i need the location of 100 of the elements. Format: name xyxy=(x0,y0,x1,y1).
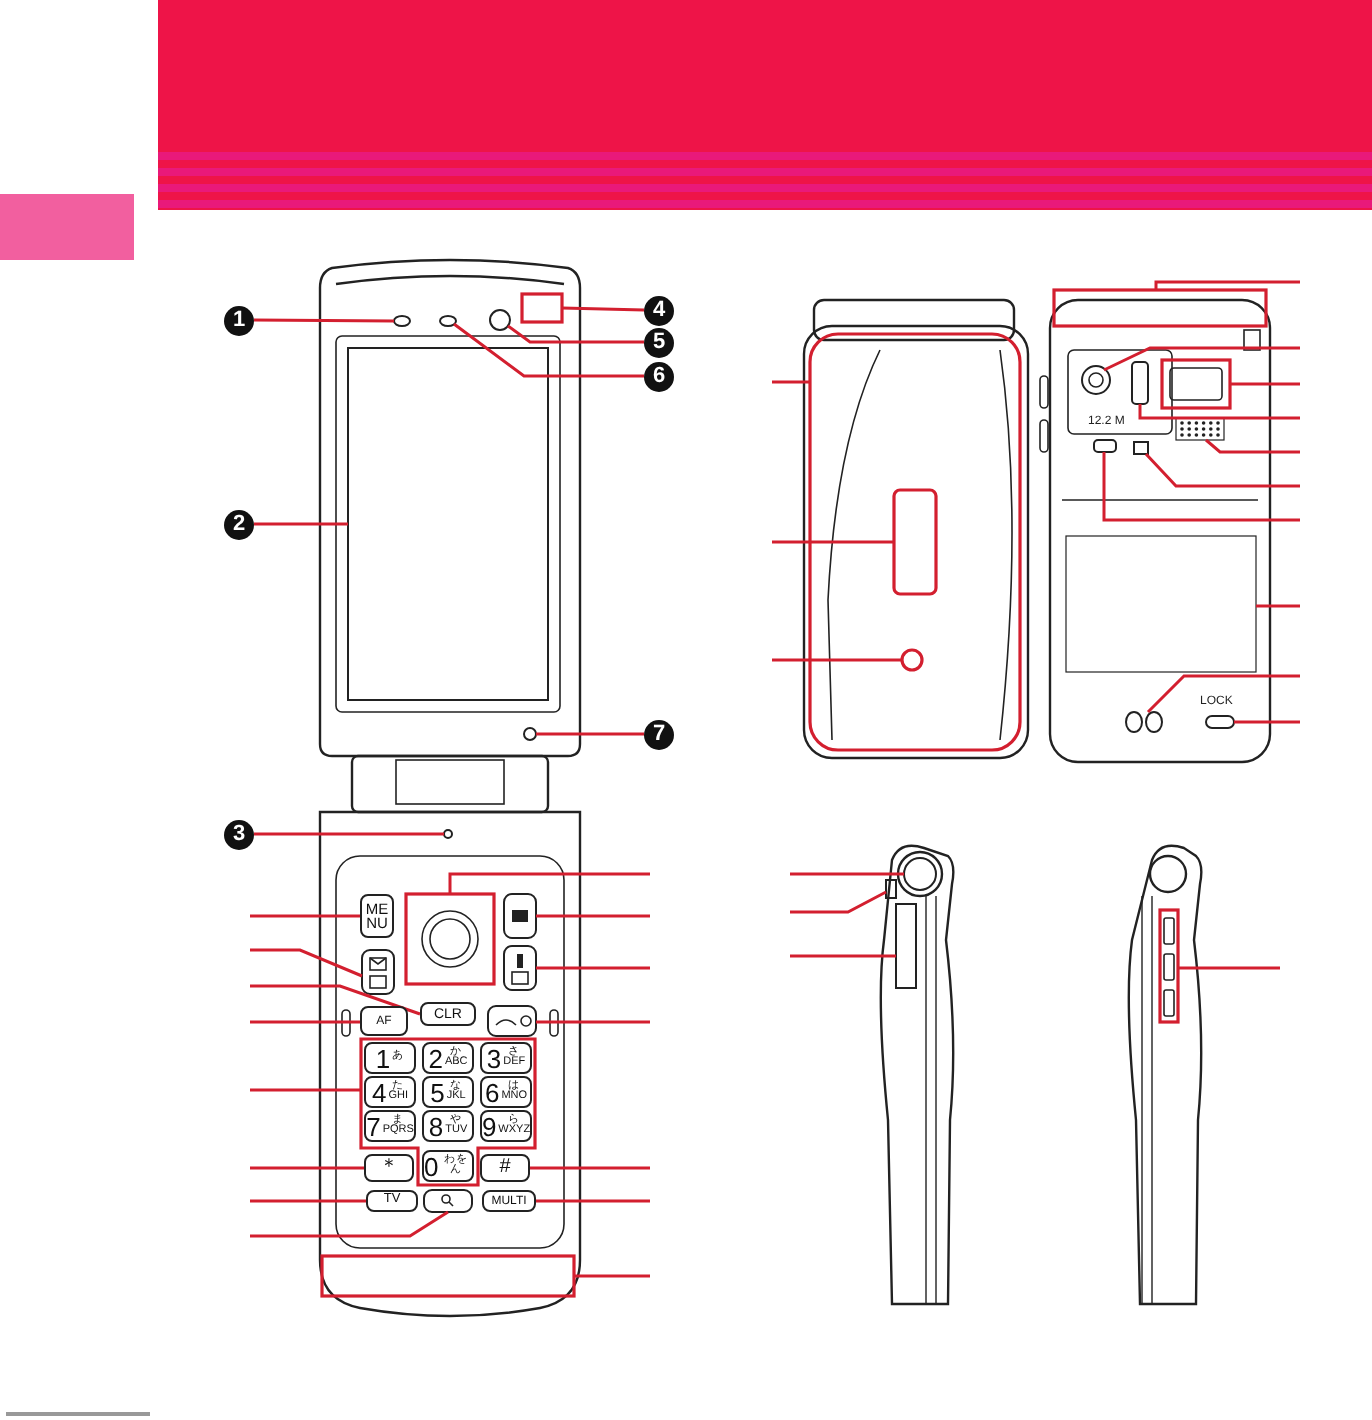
leader-line xyxy=(772,380,810,384)
power-key xyxy=(487,1005,537,1037)
leader-line xyxy=(790,890,887,914)
leader-line xyxy=(1256,604,1300,608)
leader-line xyxy=(250,914,360,918)
leader-line xyxy=(250,1166,364,1170)
callout-number: 2 xyxy=(224,510,254,540)
leader-line xyxy=(250,1088,360,1092)
keypad-key xyxy=(422,1042,474,1074)
charge-lamp xyxy=(900,648,924,672)
callout-number: 4 xyxy=(644,296,674,326)
key-digit: 0 xyxy=(424,1153,439,1179)
camera-lens xyxy=(1081,365,1111,395)
keypad-key xyxy=(364,1076,416,1108)
camera-key xyxy=(503,893,537,939)
top-edge-outline xyxy=(1052,288,1268,328)
key-digit: 5 xyxy=(430,1079,445,1105)
leader-line xyxy=(250,1210,449,1238)
key-digit: 1 xyxy=(375,1045,391,1071)
clear-key xyxy=(420,1002,476,1026)
small-opening xyxy=(1133,441,1149,455)
key-label: # xyxy=(499,1158,511,1178)
leader-line xyxy=(250,1020,360,1024)
key-label: ＊ xyxy=(379,1158,399,1178)
search-key xyxy=(423,1189,473,1213)
side-connector xyxy=(895,903,917,989)
leader-line xyxy=(254,832,444,836)
callout-number: 5 xyxy=(644,328,674,358)
multi-key xyxy=(482,1190,536,1212)
i-mode-key xyxy=(503,945,537,991)
keypad-key xyxy=(364,1110,416,1142)
sub-window xyxy=(1160,358,1232,410)
indicator-hole xyxy=(439,315,457,327)
leader-line xyxy=(1103,346,1300,372)
leader-line xyxy=(1178,966,1280,970)
leader-line xyxy=(530,1166,650,1170)
earpiece-hole xyxy=(393,315,411,327)
key-digit: 2 xyxy=(428,1045,443,1071)
menu-key xyxy=(360,894,394,938)
leader-line xyxy=(1205,438,1300,454)
keypad-key xyxy=(422,1150,474,1182)
keypad-key xyxy=(422,1110,474,1142)
leader-line xyxy=(1144,452,1300,488)
keypad-key xyxy=(480,1042,532,1074)
key-digit: 8 xyxy=(428,1113,444,1139)
callout-number: 3 xyxy=(224,820,254,850)
leader-line xyxy=(507,324,644,344)
leader-line xyxy=(1138,404,1300,420)
callout-number: 1 xyxy=(224,306,254,336)
leader-line xyxy=(574,1274,650,1278)
leader-line xyxy=(790,872,904,876)
leader-line xyxy=(254,318,394,323)
display-screen xyxy=(347,347,549,701)
key-digit: 4 xyxy=(371,1079,387,1105)
keypad-key xyxy=(480,1110,532,1142)
leader-line xyxy=(772,658,902,662)
key-digit: 9 xyxy=(481,1113,497,1139)
light-hole xyxy=(523,727,537,741)
leader-line xyxy=(448,872,650,894)
leader-line xyxy=(1230,382,1300,386)
leader-line xyxy=(250,948,363,978)
leader-line xyxy=(254,522,348,526)
sensor-area xyxy=(520,292,564,324)
leader-line xyxy=(536,914,650,918)
strap-hole xyxy=(1125,711,1163,733)
tv-key xyxy=(366,1190,418,1212)
navigation-key-outline xyxy=(404,892,496,986)
keypad-key xyxy=(364,1042,416,1074)
call-key xyxy=(360,1006,408,1036)
key-digit: 6 xyxy=(484,1079,500,1105)
lock-switch xyxy=(1205,715,1235,729)
leader-line xyxy=(790,954,896,958)
leader-line xyxy=(561,306,645,312)
mail-key xyxy=(361,949,395,995)
leader-line xyxy=(536,1199,650,1203)
bottom-edge-outline xyxy=(320,1254,576,1298)
microphone-hole xyxy=(443,829,453,839)
callout-number: 6 xyxy=(644,362,674,392)
leader-line xyxy=(1146,674,1300,714)
leader-line xyxy=(453,322,644,378)
hash-key xyxy=(480,1154,530,1182)
key-digit: 3 xyxy=(486,1045,502,1071)
flash-window xyxy=(1131,361,1149,405)
callout-number: 7 xyxy=(644,720,674,750)
front-camera-lens xyxy=(489,309,511,331)
leader-line xyxy=(536,1020,650,1024)
leader-line xyxy=(250,1199,366,1203)
side-buttons xyxy=(1158,908,1180,1024)
leader-line xyxy=(1154,280,1300,290)
leader-line xyxy=(536,966,650,970)
small-opening xyxy=(1093,439,1117,453)
star-key xyxy=(364,1154,414,1182)
key-digit: 7 xyxy=(366,1113,381,1139)
side-part xyxy=(885,879,897,899)
keypad-key xyxy=(422,1076,474,1108)
leader-line xyxy=(536,732,644,736)
leader-line xyxy=(1102,452,1300,522)
leader-line xyxy=(1234,720,1300,724)
back-cover xyxy=(1065,535,1257,673)
sub-display xyxy=(892,488,938,596)
